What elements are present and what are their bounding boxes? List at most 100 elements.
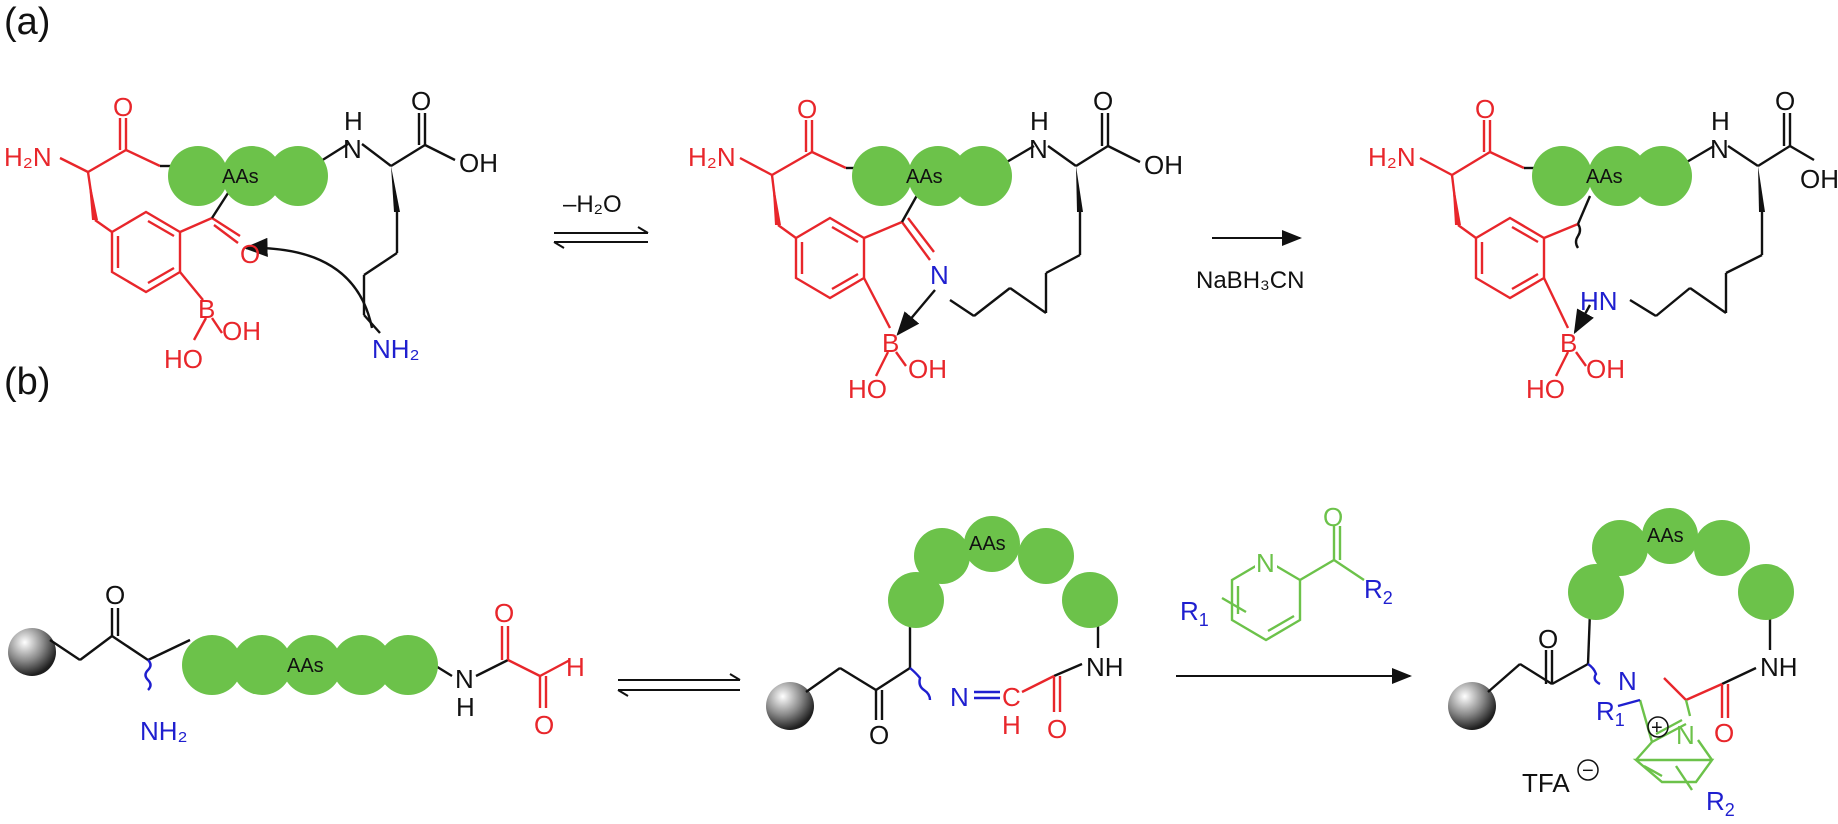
aa-bead [332, 635, 392, 695]
oxo-o1: O [494, 598, 514, 628]
nh2-label: H₂N [688, 142, 736, 172]
amide-h: H [1030, 106, 1049, 136]
aa-bead [1632, 146, 1692, 206]
amide-n: N [343, 134, 362, 164]
aas-label: AAs [906, 166, 943, 188]
aa-bead [168, 146, 228, 206]
pyridinium-n: N [1676, 720, 1695, 750]
acid-o: O [1093, 86, 1113, 116]
imidazo-n: N [1618, 666, 1637, 696]
molecule-a3 [1419, 113, 1815, 377]
equilibrium-arrow-b [617, 673, 741, 697]
aa-bead [1738, 564, 1794, 620]
pyridine-reagent [1221, 526, 1365, 642]
ketone-o: O [797, 94, 817, 124]
lysine-nh2: NH₂ [372, 334, 420, 364]
imine-n: N [950, 682, 969, 712]
resin-bead [766, 682, 814, 730]
acid-oh: OH [1144, 150, 1183, 180]
r2-label: R2 [1706, 786, 1735, 820]
amide-o: O [1714, 718, 1734, 748]
oxo-o2: O [534, 710, 554, 740]
aldehyde-h: H [566, 652, 585, 682]
boron: B [1560, 328, 1577, 358]
amide-o: O [1047, 714, 1067, 744]
aa-bead [964, 516, 1020, 572]
aa-bead [282, 635, 342, 695]
minus-sign: − [1582, 760, 1594, 782]
amine-hn: HN [1580, 286, 1618, 316]
aa-bead [268, 146, 328, 206]
panel-a-label: (a) [4, 1, 50, 43]
aa-bead [888, 572, 944, 628]
panel-b-label: (b) [4, 361, 50, 403]
aas-label: AAs [1647, 525, 1684, 547]
amine-nh2: NH₂ [140, 716, 188, 746]
acid-o: O [1775, 86, 1795, 116]
pyridine-atoms: N O R1 R2 [1180, 502, 1393, 630]
aa-bead [1642, 508, 1698, 564]
ketone-o: O [1475, 94, 1495, 124]
boron: B [198, 294, 215, 324]
ketone-o: O [113, 92, 133, 122]
reagent-nabh3cn: NaBH₃CN [1196, 267, 1304, 294]
plus-charge [1647, 716, 1669, 738]
minus-charge [1577, 759, 1599, 781]
boron: B [882, 328, 899, 358]
nh2-label: H₂N [4, 142, 52, 172]
r1-label: R1 [1596, 696, 1625, 730]
molecule-a1 [59, 113, 456, 341]
b1-atoms: O NH₂ N H O O H [105, 580, 585, 746]
aa-bead [378, 635, 438, 695]
r2-label: R2 [1364, 574, 1393, 608]
imine-c: C [1002, 682, 1021, 712]
aa-bead [232, 635, 292, 695]
molecule-a2 [739, 113, 1141, 377]
amide-h: H [456, 692, 475, 722]
aa-bead [1592, 520, 1648, 576]
aa-bead [1588, 146, 1648, 206]
r1-label: R1 [1180, 596, 1209, 630]
aa-bead [1532, 146, 1592, 206]
acid-o: O [411, 86, 431, 116]
ketone-o: O [105, 580, 125, 610]
boron-ho: HO [164, 344, 203, 374]
aa-bead [952, 146, 1012, 206]
acid-oh: OH [459, 148, 498, 178]
aa-bead [182, 635, 242, 695]
imine-n: N [930, 260, 949, 290]
ketone-o: O [1538, 624, 1558, 654]
acetyl-o: O [240, 239, 260, 269]
boron-ho: HO [1526, 374, 1565, 404]
boron-oh: OH [1586, 354, 1625, 384]
ketone-o: O [869, 720, 889, 750]
resin-bead [1448, 682, 1496, 730]
boron-oh: OH [222, 316, 261, 346]
nh2-label: H₂N [1368, 142, 1416, 172]
molecule-b3 [1487, 611, 1772, 791]
molecule-b1 [49, 608, 571, 708]
resin-bead [8, 628, 56, 676]
imine-h: H [1002, 710, 1021, 740]
aa-bead [1694, 520, 1750, 576]
amide-h: H [1711, 106, 1730, 136]
aa-bead [1018, 528, 1074, 584]
b2-atoms: O N C H O NH [869, 652, 1124, 750]
ring-nh: NH [1760, 652, 1798, 682]
aas-label: AAs [969, 533, 1006, 555]
aas-label: AAs [222, 166, 259, 188]
aa-bead [852, 146, 912, 206]
amide-n: N [455, 664, 474, 694]
equilibrium-arrow [553, 226, 649, 249]
aas-label: AAs [1586, 166, 1623, 188]
b3-atoms: O N N + O NH R1 R2 TFA − [1522, 624, 1798, 820]
a3-atoms: H₂N O H N O OH HN B OH HO [1368, 86, 1838, 404]
amide-h: H [344, 106, 363, 136]
a1-atoms: H₂N O H N O OH O B OH HO NH₂ [4, 86, 498, 374]
amide-n: N [1710, 134, 1729, 164]
plus-sign: + [1651, 717, 1663, 739]
aas-label: AAs [287, 655, 324, 677]
pyridine-o: O [1323, 502, 1343, 532]
ring-nh: NH [1086, 652, 1124, 682]
